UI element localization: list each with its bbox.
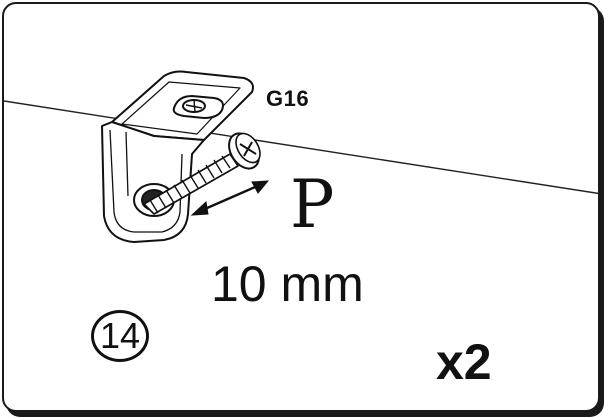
part-code-label: G16 bbox=[266, 86, 310, 111]
depth-arrow-icon bbox=[190, 180, 270, 216]
step-number-badge: 14 bbox=[91, 310, 149, 362]
depth-measurement: 10 mm bbox=[211, 256, 364, 312]
screw-icon bbox=[143, 132, 261, 215]
hole-symbol: P bbox=[290, 166, 335, 243]
instruction-panel: G16 P 10 mm 14 x2 bbox=[2, 2, 600, 412]
quantity-label: x2 bbox=[436, 334, 492, 390]
wall-line bbox=[4, 100, 598, 195]
assembly-illustration bbox=[4, 70, 598, 243]
step-number: 14 bbox=[99, 315, 141, 356]
